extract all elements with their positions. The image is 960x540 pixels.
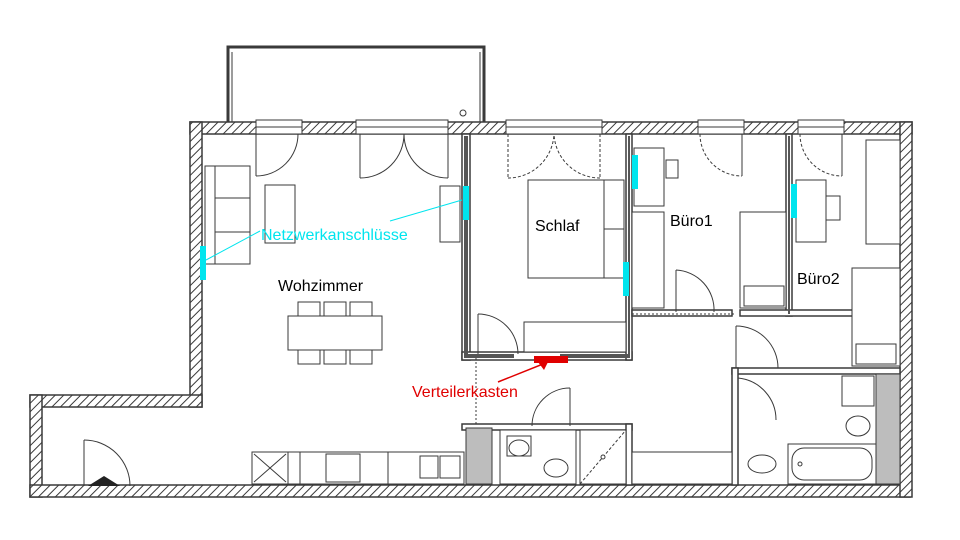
bath1 <box>499 429 733 485</box>
network-leader-lines <box>205 199 463 261</box>
entry-arrow-icon <box>88 476 120 486</box>
distribution-arrow-icon <box>538 362 548 370</box>
kitchen <box>251 451 465 485</box>
office1-furniture <box>631 147 787 309</box>
shafts <box>465 373 901 485</box>
room-label-office1: Büro1 <box>670 213 713 230</box>
room-label-living: Wohzimmer <box>278 278 364 295</box>
doors <box>83 133 843 487</box>
room-label-office2: Büro2 <box>797 271 840 288</box>
living-furniture <box>204 165 461 365</box>
network-label: Netzwerkanschlüsse <box>261 227 408 244</box>
top-windows <box>255 119 845 135</box>
wall-fills <box>464 136 790 358</box>
network-outlets <box>200 155 797 296</box>
bath2 <box>747 375 877 485</box>
office2-furniture <box>795 139 901 367</box>
balcony <box>226 45 486 126</box>
distribution-label: Verteilerkasten <box>412 384 518 401</box>
bedroom-furniture <box>523 179 627 353</box>
distribution-box <box>534 356 568 363</box>
room-label-bedroom: Schlaf <box>535 218 580 235</box>
distribution-leader-line <box>497 361 549 383</box>
